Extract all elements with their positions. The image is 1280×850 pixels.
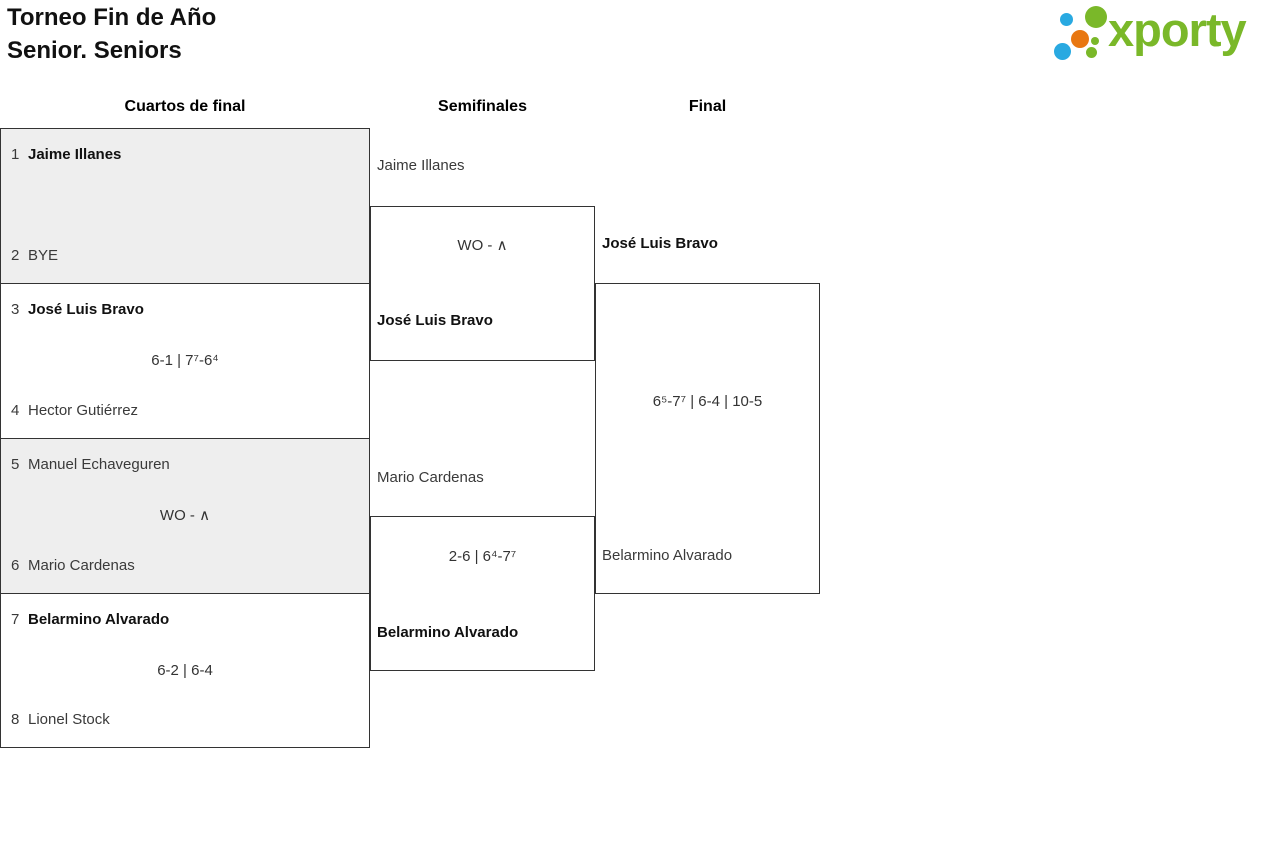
seed-number: 1 bbox=[11, 146, 20, 163]
player-name: Manuel Echaveguren bbox=[28, 456, 170, 473]
player-name: Belarmino Alvarado bbox=[602, 547, 733, 564]
match-score: 6-2 | 6-4 bbox=[157, 661, 213, 679]
player-row: 8 Lionel Stock bbox=[11, 710, 361, 730]
logo-dot-green-bottom-icon bbox=[1086, 47, 1097, 58]
logo-wordmark: xporty bbox=[1108, 3, 1247, 56]
logo-dot-blue-icon bbox=[1060, 13, 1073, 26]
match-box-quarterfinal-3: 5 Manuel Echaveguren WO - ∧ 6 Mario Card… bbox=[0, 438, 370, 594]
player-name: Jaime Illanes bbox=[377, 157, 465, 174]
tournament-category: Senior. Seniors bbox=[7, 37, 182, 64]
player-name: José Luis Bravo bbox=[377, 312, 493, 329]
seed-number: 5 bbox=[11, 456, 20, 473]
tournament-name: Torneo Fin de Año bbox=[7, 4, 217, 31]
match-score bbox=[1, 196, 369, 216]
match-box-quarterfinal-1: 1 Jaime Illanes 2 BYE bbox=[0, 128, 370, 284]
player-name: BYE bbox=[28, 247, 59, 264]
player-row: 1 Jaime Illanes bbox=[11, 145, 361, 165]
round-header-semifinals: Semifinales bbox=[438, 98, 527, 115]
player-row: 5 Manuel Echaveguren bbox=[11, 455, 361, 475]
logo-dot-blue-large-icon bbox=[1054, 43, 1071, 60]
player-name: Belarmino Alvarado bbox=[28, 611, 170, 628]
match-score: 6⁵-7⁷ | 6-4 | 10-5 bbox=[652, 393, 763, 410]
match-score: WO - ∧ bbox=[159, 507, 211, 524]
player-name: Hector Gutiérrez bbox=[28, 402, 139, 419]
seed-number: 4 bbox=[11, 402, 20, 419]
player-row: 2 BYE bbox=[11, 246, 361, 266]
match-box-semifinal-2 bbox=[370, 516, 595, 671]
round-header-final: Final bbox=[688, 98, 727, 115]
seed-number: 8 bbox=[11, 711, 20, 728]
seed-number: 7 bbox=[11, 611, 20, 628]
match-box-semifinal-1 bbox=[370, 206, 595, 361]
match-score: 6-1 | 7⁷-6⁴ bbox=[151, 352, 219, 369]
player-row: 6 Mario Cardenas bbox=[11, 556, 361, 576]
seed-number: 6 bbox=[11, 557, 20, 574]
player-name: Mario Cardenas bbox=[377, 469, 484, 486]
logo-dot-green-small-icon bbox=[1091, 37, 1099, 45]
seed-number: 3 bbox=[11, 301, 20, 318]
seed-number: 2 bbox=[11, 247, 20, 264]
player-name: Mario Cardenas bbox=[28, 557, 135, 574]
player-row: 3 José Luis Bravo bbox=[11, 300, 361, 320]
player-row: 4 Hector Gutiérrez bbox=[11, 401, 361, 421]
match-score: 2-6 | 6⁴-7⁷ bbox=[448, 548, 517, 565]
player-name: Belarmino Alvarado bbox=[377, 624, 519, 641]
tournament-title: Torneo Fin de Año Senior. Seniors bbox=[7, 1, 216, 67]
logo-dot-orange-icon bbox=[1071, 30, 1089, 48]
logo-dot-green-icon bbox=[1085, 6, 1107, 28]
match-score: WO - ∧ bbox=[457, 237, 508, 254]
match-box-final bbox=[595, 283, 820, 594]
round-header-quarterfinals: Cuartos de final bbox=[124, 98, 246, 115]
player-name: José Luis Bravo bbox=[28, 301, 144, 318]
xporty-logo: xporty bbox=[1050, 0, 1280, 75]
match-box-quarterfinal-2: 3 José Luis Bravo 6-1 | 7⁷-6⁴ 4 Hector G… bbox=[0, 283, 370, 439]
player-name: Jaime Illanes bbox=[28, 146, 122, 163]
player-name: Lionel Stock bbox=[28, 711, 110, 728]
match-box-quarterfinal-4: 7 Belarmino Alvarado 6-2 | 6-4 8 Lionel … bbox=[0, 593, 370, 748]
player-name: José Luis Bravo bbox=[602, 235, 718, 252]
player-row: 7 Belarmino Alvarado bbox=[11, 610, 361, 630]
